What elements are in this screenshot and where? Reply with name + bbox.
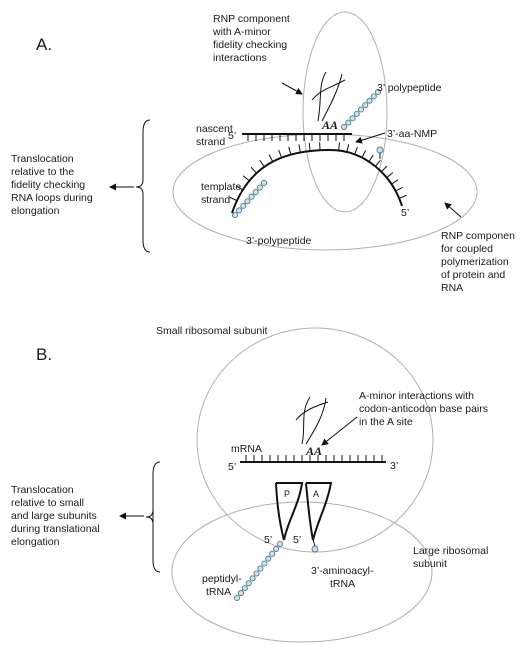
template-tick <box>387 173 393 178</box>
polypeptide-bead <box>367 98 372 103</box>
a-trna-5prime: 5’ <box>293 534 301 546</box>
a-site-label: A <box>313 489 319 499</box>
panel-a-label: A. <box>36 35 52 54</box>
template-tick <box>375 160 380 166</box>
rnp-fidelity-label: RNP component with A-minor fidelity chec… <box>212 13 293 64</box>
p-site-trna-left <box>276 483 284 540</box>
polypeptide-bead <box>350 116 355 121</box>
fidelity-loop-cross <box>312 80 345 100</box>
fidelity-loop-right <box>322 74 342 121</box>
polypeptide-bead <box>258 566 263 571</box>
rnp-fidelity-arrow <box>282 83 302 94</box>
translocation-label-b: Translocation relative to small and larg… <box>11 484 103 548</box>
template-tick <box>362 150 366 157</box>
polypeptide-bead <box>273 546 278 551</box>
translocation-brace-a <box>136 120 150 252</box>
template-tick <box>339 143 340 151</box>
template-tick <box>381 166 387 172</box>
polypeptide-bead <box>254 571 259 576</box>
polypeptide-bead <box>270 551 275 556</box>
panel-b-label: B. <box>36 345 52 364</box>
polypeptide-bead <box>266 556 271 561</box>
polypeptide-bead <box>257 185 262 190</box>
polypeptide-bead <box>241 203 246 208</box>
large-subunit-label: Large ribosomal subunit <box>413 545 491 570</box>
aa-mark-b: AA <box>305 444 322 458</box>
template-tick <box>347 144 349 152</box>
aminoacyl-trna-label: 3’-aminoacyl- tRNA <box>311 565 376 590</box>
aa-mark-a: AA <box>321 118 338 132</box>
large-subunit-ellipse <box>172 502 432 642</box>
polypeptide-bead <box>261 180 266 185</box>
a-minor-loop-left <box>302 397 310 444</box>
mrna-5prime: 5’ <box>228 461 236 473</box>
polypeptide-bead <box>246 581 251 586</box>
polypeptide-bead <box>358 107 363 112</box>
polypeptide-bead <box>371 94 376 99</box>
template-tick <box>399 195 406 198</box>
template-strand-label: template strand <box>201 181 244 206</box>
template-tick <box>309 143 310 151</box>
polypeptide-bead <box>253 190 258 195</box>
polypeptide-bead <box>363 103 368 108</box>
polypeptide-bead <box>242 586 247 591</box>
polypeptide-bead <box>249 194 254 199</box>
peptidyl-chain-beads <box>234 541 282 600</box>
polypeptide-bead <box>245 199 250 204</box>
a-minor-arrow <box>322 417 357 445</box>
polypeptide-bead <box>232 212 237 217</box>
template-tick <box>391 180 398 184</box>
template-tick <box>289 147 291 155</box>
mrna-label: mRNA <box>231 443 262 455</box>
translocation-brace-b <box>146 462 160 572</box>
polypeptide-bead <box>341 124 346 129</box>
polypeptide-bead <box>237 208 242 213</box>
template-tick <box>251 167 256 173</box>
p-site-label: P <box>284 489 290 499</box>
template-tick <box>269 155 273 162</box>
template-strand <box>232 150 402 213</box>
template-tick <box>369 155 373 162</box>
polypeptide-bead <box>262 561 267 566</box>
a-site-trna-left <box>306 483 313 540</box>
template-5prime: 5’ <box>401 207 409 219</box>
polypeptide-bead <box>234 595 239 600</box>
fidelity-loop-left <box>318 72 326 121</box>
rnp-coupled-label: RNP componen for coupled polymerization … <box>441 230 518 294</box>
rnp-fidelity-ellipse <box>303 12 387 212</box>
panel-b: B. Small ribosomal subunit A-minor inter… <box>11 325 491 642</box>
polypeptide-bead <box>346 120 351 125</box>
mrna-3prime: 3’ <box>390 460 398 472</box>
small-subunit-ellipse <box>197 328 433 552</box>
polypeptide-top-label: 3’ polypeptide <box>377 82 442 94</box>
small-subunit-label: Small ribosomal subunit <box>156 325 268 337</box>
rnp-coupled-arrow <box>445 203 461 217</box>
nascent-ticks <box>248 134 344 141</box>
template-tick <box>299 145 300 153</box>
translocation-label-a: Translocation relative to the fidelity c… <box>11 153 96 217</box>
template-tick <box>279 150 282 157</box>
polypeptide-bead <box>250 576 255 581</box>
template-tick <box>355 147 358 154</box>
polypeptide-top-beads <box>341 89 380 129</box>
aminoacyl-stem <box>313 540 315 546</box>
aa-nmp-label: 3’-aa-NMP <box>387 128 437 140</box>
template-tick <box>396 187 403 191</box>
p-trna-5prime: 5’ <box>264 534 272 546</box>
polypeptide-bead <box>277 541 282 546</box>
aminoacyl-bead <box>312 546 318 552</box>
polypeptide-bead <box>238 590 243 595</box>
a-minor-loop-right <box>306 398 326 444</box>
template-tick <box>230 197 237 200</box>
aa-nmp-bead <box>377 147 383 153</box>
panel-a: A. RNP component with A-minor fidelity c… <box>11 12 518 294</box>
template-tick <box>260 160 265 167</box>
polypeptide-bottom-label: 3’-polypeptide <box>246 235 312 247</box>
a-minor-label: A-minor interactions with codon-anticodo… <box>359 390 491 428</box>
polypeptide-bead <box>354 111 359 116</box>
